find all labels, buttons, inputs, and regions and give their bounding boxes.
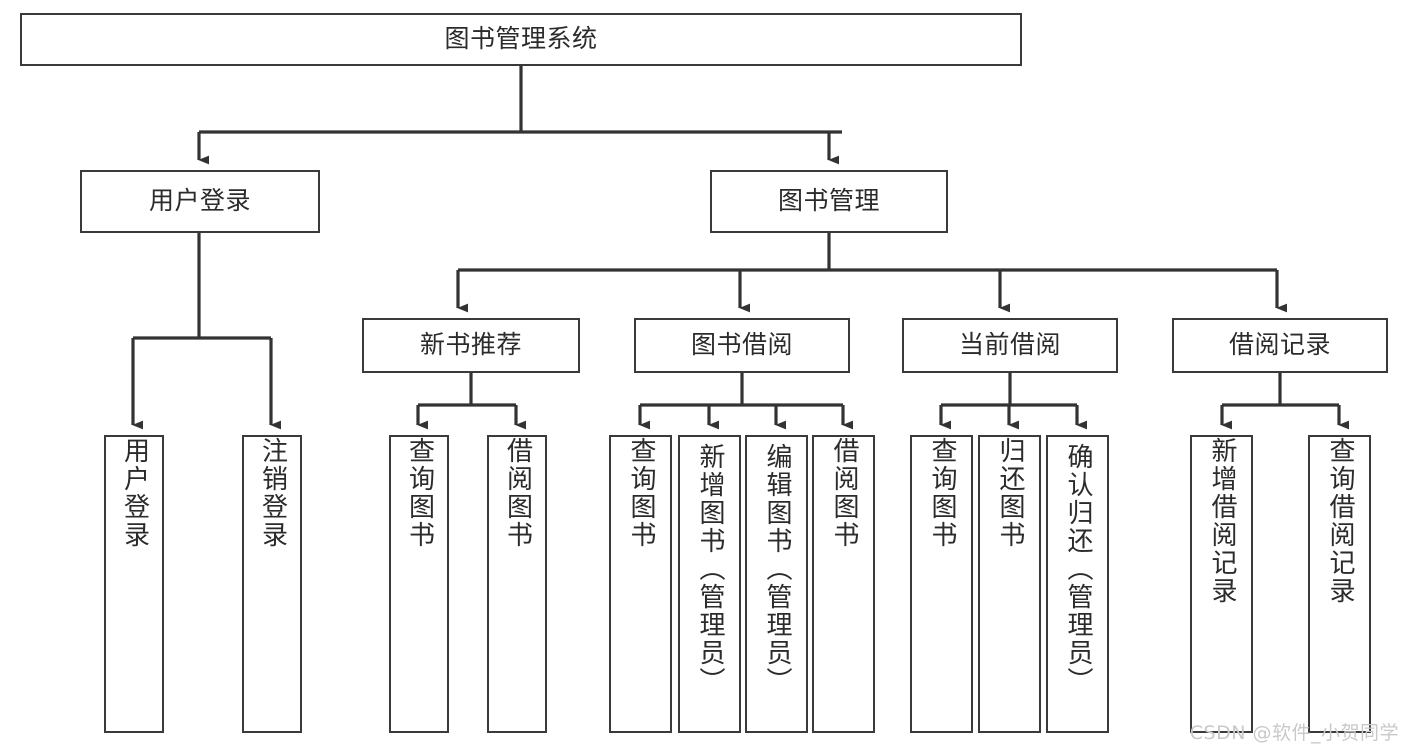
node-leaf-borrow-book-2[interactable]: 借阅图书 xyxy=(812,435,875,733)
node-leaf-add-book-label: 新增图书（管理员） xyxy=(695,443,726,695)
node-leaf-user-logout[interactable]: 注销登录 xyxy=(242,435,302,733)
watermark-text: CSDN @软件_小贺同学 xyxy=(1189,722,1399,744)
node-book-manage-label: 图书管理 xyxy=(777,186,880,216)
node-leaf-query-book-1-label: 查询图书 xyxy=(404,437,435,549)
node-leaf-add-record[interactable]: 新增借阅记录 xyxy=(1190,435,1253,733)
node-leaf-confirm-return-label: 确认归还（管理员） xyxy=(1063,443,1094,695)
node-new-book-recommend[interactable]: 新书推荐 xyxy=(362,318,580,373)
node-leaf-user-logout-label: 注销登录 xyxy=(257,437,288,549)
node-borrow-record[interactable]: 借阅记录 xyxy=(1172,318,1388,373)
node-root-system[interactable]: 图书管理系统 xyxy=(20,13,1022,66)
node-leaf-return-book[interactable]: 归还图书 xyxy=(978,435,1041,733)
node-current-borrow[interactable]: 当前借阅 xyxy=(902,318,1118,373)
node-leaf-query-book-3-label: 查询图书 xyxy=(927,437,958,549)
node-leaf-query-book-2-label: 查询图书 xyxy=(626,437,657,549)
node-leaf-borrow-book-1-label: 借阅图书 xyxy=(502,437,533,549)
node-current-borrow-label: 当前借阅 xyxy=(958,330,1061,360)
node-leaf-add-record-label: 新增借阅记录 xyxy=(1207,437,1238,605)
node-leaf-query-book-2[interactable]: 查询图书 xyxy=(609,435,672,733)
node-leaf-user-login[interactable]: 用户登录 xyxy=(104,435,164,733)
node-leaf-query-record[interactable]: 查询借阅记录 xyxy=(1308,435,1371,733)
node-borrow-record-label: 借阅记录 xyxy=(1228,330,1331,360)
node-leaf-edit-book[interactable]: 编辑图书（管理员） xyxy=(745,435,808,733)
node-leaf-borrow-book-1[interactable]: 借阅图书 xyxy=(487,435,547,733)
node-leaf-return-book-label: 归还图书 xyxy=(995,437,1026,549)
node-leaf-edit-book-label: 编辑图书（管理员） xyxy=(762,443,793,695)
node-new-book-recommend-label: 新书推荐 xyxy=(419,330,522,360)
node-book-borrow-label: 图书借阅 xyxy=(690,330,793,360)
node-user-login-label: 用户登录 xyxy=(148,186,251,216)
node-book-borrow[interactable]: 图书借阅 xyxy=(634,318,850,373)
node-leaf-query-book-1[interactable]: 查询图书 xyxy=(389,435,449,733)
node-user-login[interactable]: 用户登录 xyxy=(80,170,320,233)
node-leaf-query-book-3[interactable]: 查询图书 xyxy=(910,435,973,733)
node-leaf-confirm-return[interactable]: 确认归还（管理员） xyxy=(1046,435,1109,733)
node-root-system-label: 图书管理系统 xyxy=(444,24,598,54)
node-book-manage[interactable]: 图书管理 xyxy=(710,170,948,233)
node-leaf-add-book[interactable]: 新增图书（管理员） xyxy=(678,435,741,733)
node-leaf-query-record-label: 查询借阅记录 xyxy=(1325,437,1356,605)
node-leaf-borrow-book-2-label: 借阅图书 xyxy=(829,437,860,549)
node-leaf-user-login-label: 用户登录 xyxy=(119,437,150,549)
